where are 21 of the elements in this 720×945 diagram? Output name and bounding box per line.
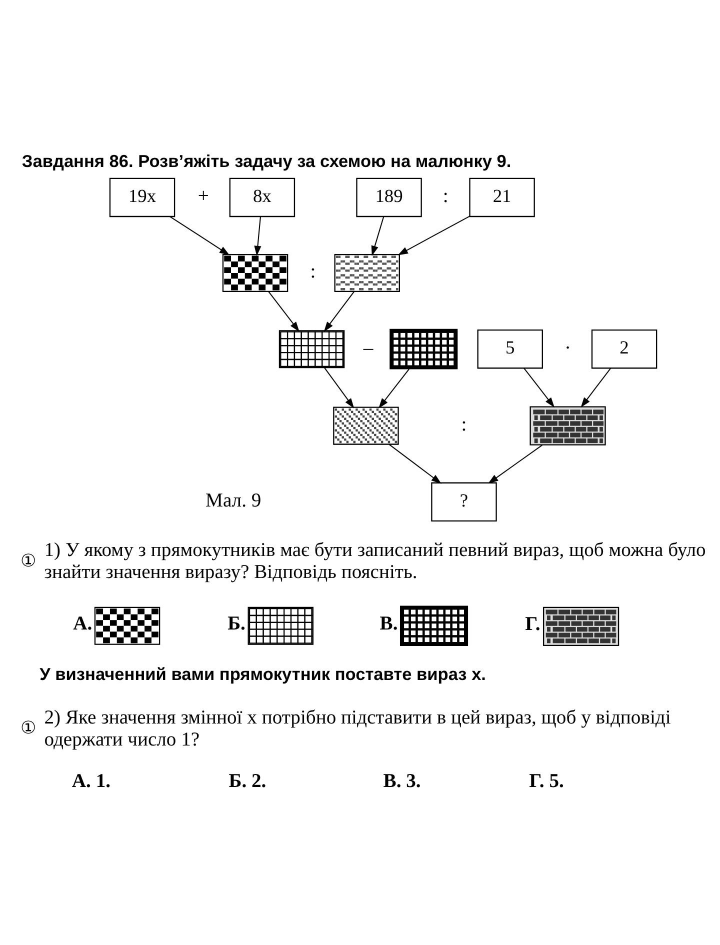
label: : (461, 414, 467, 436)
label: · (564, 338, 572, 359)
label: А. 1. (72, 770, 111, 792)
label: У визначенний вами прямокутник поставте вираз x. (40, 664, 486, 684)
label: В. 3. (383, 770, 421, 792)
label: 2) Яке значення змінної x потрібно підставити в цей вираз, щоб у відповіді одержати число 1? (44, 707, 671, 750)
node-label: А. (73, 613, 92, 634)
node-label: Г. (525, 614, 540, 636)
label: : (310, 262, 316, 283)
label: – (363, 338, 374, 359)
node-label: Б. (228, 613, 246, 634)
label: + (198, 186, 209, 208)
label: Б. 2. (228, 770, 266, 792)
label: : (442, 186, 448, 208)
label: 1) У якому з прямокутників має бути записаний певний вираз, щоб можна було знайти значення виразу? Відповідь поясніть. (44, 540, 706, 584)
label: ① (20, 551, 36, 570)
caption: Мал. 9 (206, 490, 262, 512)
node-label: В. (380, 613, 398, 634)
diagram-title: Завдання 86. Розв’яжіть задачу за схемою на малюнку 9. (22, 150, 512, 171)
label: Г. 5. (529, 770, 564, 792)
label: ① (20, 718, 36, 738)
